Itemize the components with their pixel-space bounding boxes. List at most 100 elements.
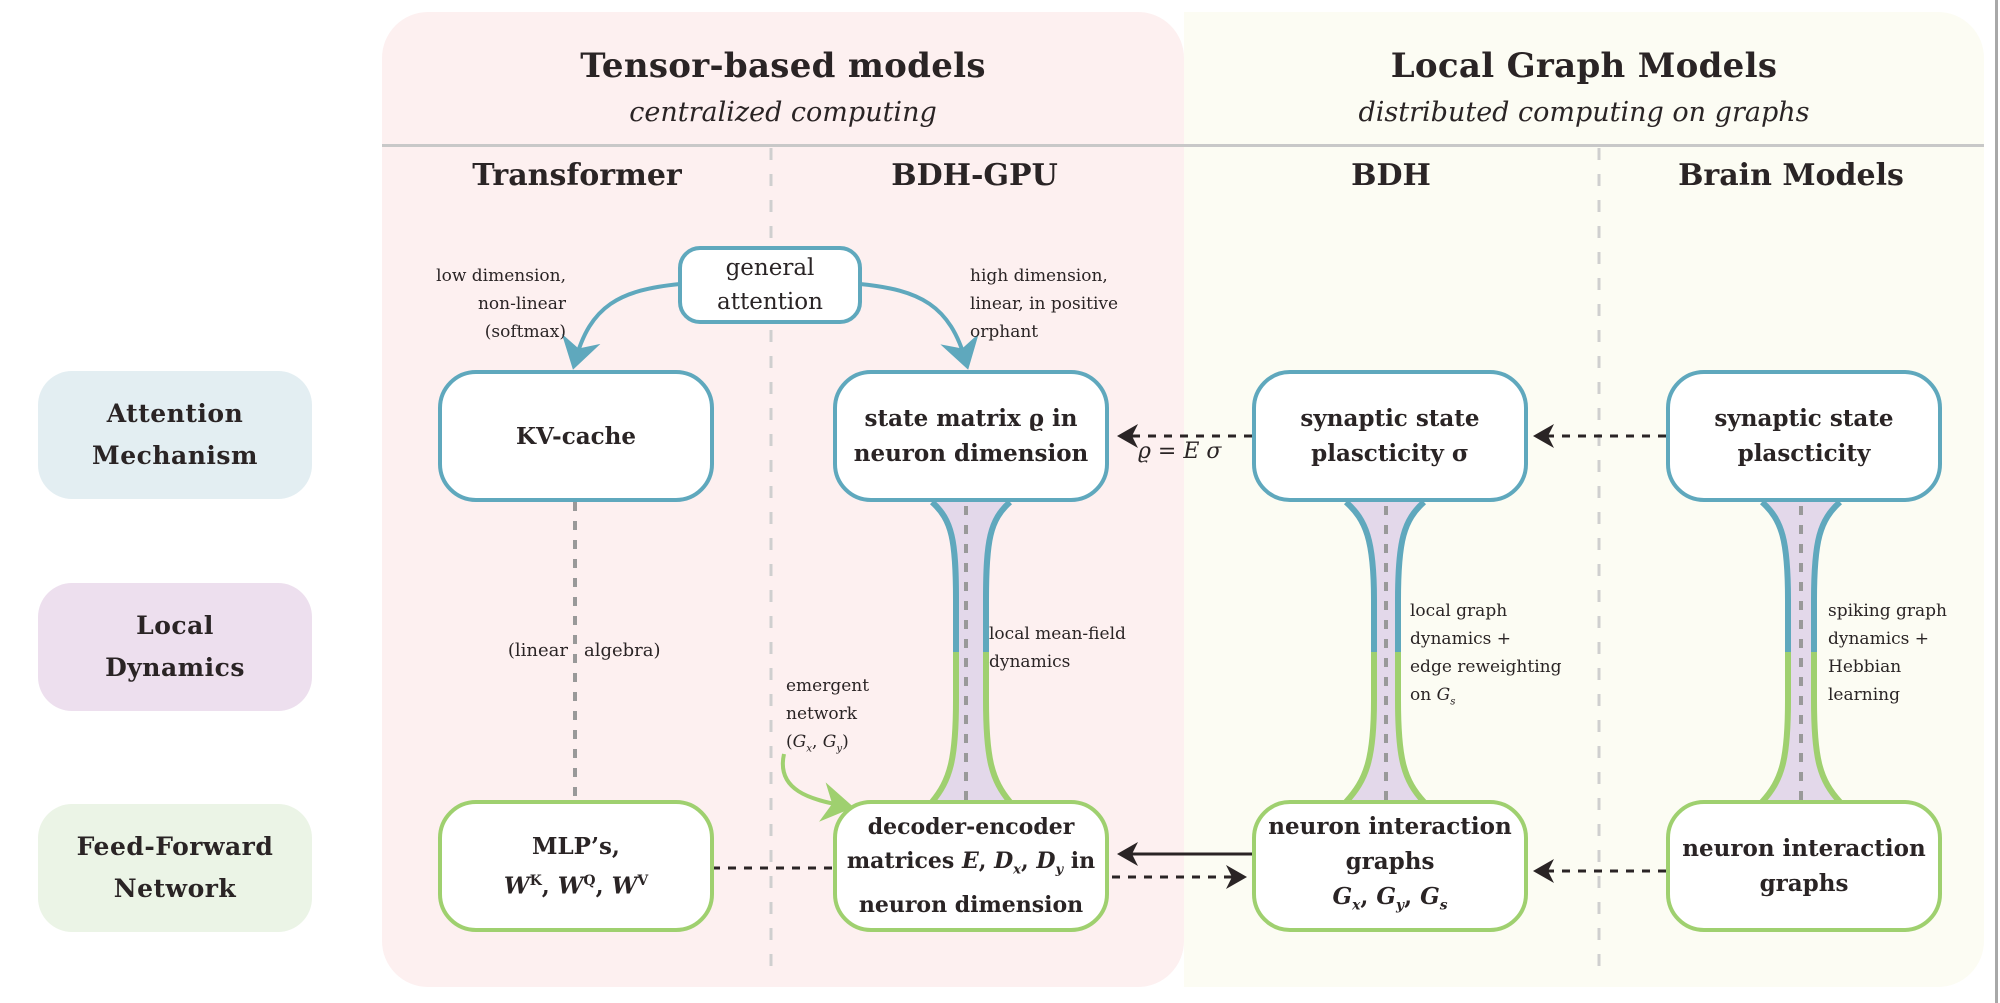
math-sub: x [1013,862,1022,878]
annotation-line: on Gs [1410,681,1600,716]
row-label-line: Dynamics [105,653,245,682]
annotation-line: dynamics [989,652,1071,672]
node-mlp: MLP’s, WK, WQ, WV [438,800,714,932]
math-sub: y [1396,897,1405,914]
annotation-line: orphant [970,322,1039,342]
node-brain-synaptic-state: synaptic state plascticity [1666,370,1942,502]
node-text: KV-cache [516,422,636,450]
annotation-line: local graph [1410,601,1508,621]
math-sup: V [637,872,649,889]
annotation-high-dimension: high dimension, linear, in positive orph… [970,262,1170,346]
math-symbol: G [1436,685,1451,705]
annotation-line: network [786,704,858,724]
column-title-brain-models: Brain Models [1678,158,1904,193]
row-label-line: Network [113,874,237,903]
annotation-line: local mean-field [989,624,1126,644]
annotation-algebra: algebra) [584,640,661,661]
row-label-line: Attention [106,399,244,428]
node-kv-cache: KV-cache [438,370,714,502]
math-sup: Q [583,872,596,889]
annotation-text: on [1410,685,1437,705]
math-sub: s [1439,897,1448,914]
annotation-line: emergent [786,676,870,696]
page-edge-rule [1995,0,1998,1003]
node-text: graphs [1345,847,1435,875]
section-title-graph: Local Graph Models [1390,46,1778,86]
node-text: state matrix ϱ in [864,405,1078,432]
math-sub: y [836,743,843,755]
node-text: MLP’s, [532,832,620,860]
math-symbol: G [1420,882,1440,910]
row-label-line: Local [136,611,214,640]
node-text: neuron interaction [1682,835,1926,862]
node-general-attention: general attention [678,246,862,324]
math-symbol: W [611,872,638,900]
math-symbol: D [1036,848,1056,875]
section-subtitle-graph: distributed computing on graphs [1358,97,1810,128]
math-symbol: G [1332,882,1353,910]
column-title-transformer: Transformer [472,158,682,193]
node-bdh-synaptic-state: synaptic state plascticity σ [1252,370,1528,502]
annotation-line: linear, in positive [970,294,1119,314]
header-divider [382,144,1984,147]
math-sub: s [1450,696,1456,708]
node-math: WK, WQ, WV [503,872,649,900]
column-title-bdh-gpu: BDH-GPU [891,158,1058,193]
annotation-mean-field: local mean-field dynamics [989,620,1169,676]
annotation-line: dynamics + [1828,629,1930,649]
annotation-line: (Gx, Gy) [786,732,849,755]
annotation-line: Hebbian [1828,657,1902,677]
annotation-line: dynamics + [1410,629,1512,649]
node-text: in [1063,848,1096,875]
annotation-line: spiking graph [1828,601,1947,621]
math-sub: x [806,743,812,755]
node-text: decoder-encoder [867,814,1075,841]
node-math: Gx, Gy, Gs [1332,882,1448,914]
math-symbol: G [792,732,807,752]
annotation-line: learning [1828,685,1900,705]
node-state-matrix: state matrix ϱ in neuron dimension [833,370,1109,502]
math-sub: y [1055,862,1064,878]
node-text: graphs [1759,870,1849,897]
node-text: plascticity σ [1311,440,1469,467]
node-text: neuron interaction [1268,812,1512,840]
math-symbol: G [822,732,837,752]
math-sub: x [1352,897,1361,914]
annotation-bdh-dynamics: local graph dynamics + edge reweighting … [1410,597,1600,716]
math-symbol: G [1376,882,1397,910]
annotation-line: low dimension, [436,266,566,286]
section-subtitle-tensor: centralized computing [629,97,937,128]
node-text: matrices [846,848,962,875]
node-decoder-encoder: decoder-encoder matrices E, Dx, Dy in ne… [833,800,1109,932]
annotation-line: high dimension, [970,266,1108,286]
node-bdh-neuron-graphs: neuron interaction graphs Gx, Gy, Gs [1252,800,1528,932]
node-text: neuron dimension [853,440,1089,467]
math-sup: K [529,872,542,889]
node-text: synaptic state [1714,405,1894,432]
node-text: neuron dimension [858,891,1084,918]
math-symbol: W [503,872,530,900]
annotation-line: (softmax) [484,322,566,342]
node-math: matrices E, Dx, Dy in [846,848,1096,878]
node-text: plascticity [1737,440,1871,467]
column-title-bdh: BDH [1351,158,1431,193]
annotation-low-dimension: low dimension, non-linear (softmax) [400,262,566,346]
row-label-line: Feed-Forward [76,832,274,861]
math-symbol: D [994,848,1014,875]
annotation-rho-equation: ϱ = E σ [1138,439,1222,464]
node-text: synaptic state [1300,405,1480,432]
section-title-tensor: Tensor-based models [580,46,986,86]
node-brain-neuron-graphs: neuron interaction graphs [1666,800,1942,932]
math-symbol: W [557,872,584,900]
annotation-linear: (linear [507,640,568,661]
node-text: general [725,255,815,281]
annotation-line: non-linear [477,294,566,314]
row-label-line: Mechanism [92,441,258,470]
annotation-emergent-network: emergent network (Gx, Gy) [786,672,926,763]
annotation-brain-dynamics: spiking graph dynamics + Hebbian learnin… [1828,597,1988,709]
math-symbol: E [961,848,979,875]
node-text: attention [717,289,823,315]
